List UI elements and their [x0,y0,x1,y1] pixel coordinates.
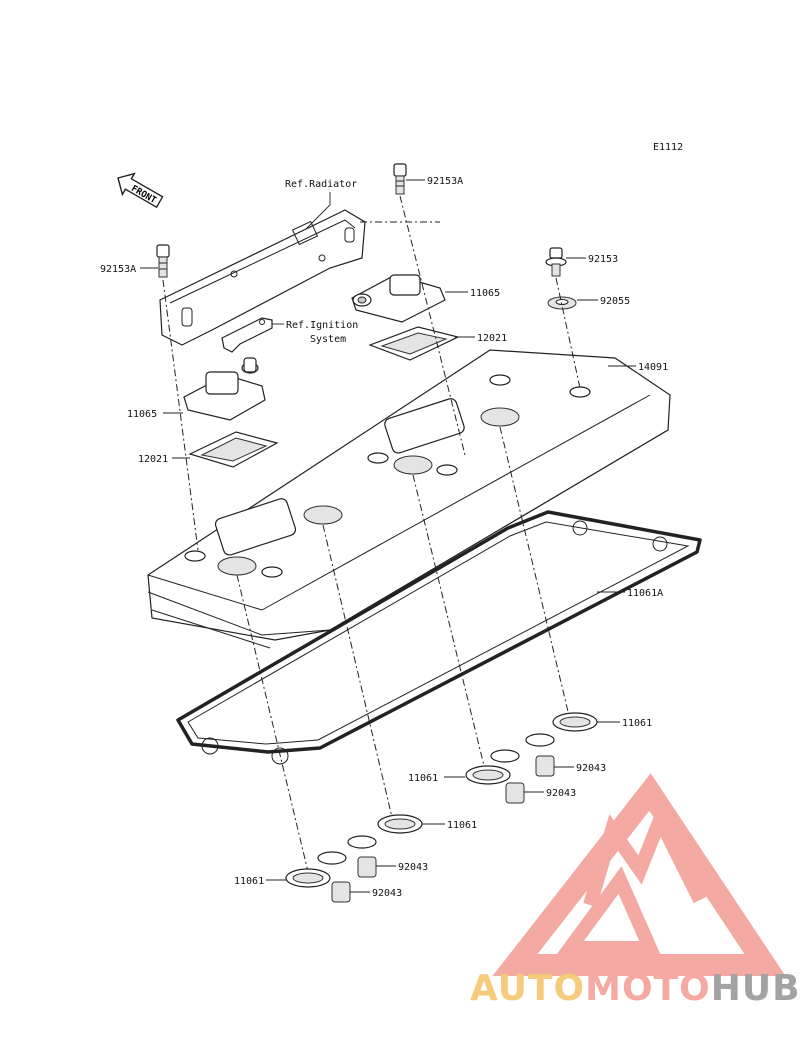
label-14091: 14091 [638,362,668,373]
plug-gasket-set-3 [347,814,423,878]
automotohub-logo: AUTOMOTOHUB [470,773,800,1009]
label-11065-right: 11065 [470,288,500,299]
bolt-92153a-left [156,244,170,278]
plate-12021-left [188,431,279,468]
front-arrow-icon: FRONT [117,172,164,209]
label-92153a-left: 92153A [100,264,136,275]
breather-cap-11065-right [351,274,446,323]
washer-92055 [547,296,577,310]
label-11061-b: 11061 [408,773,438,784]
label-92153a-top: 92153A [427,176,463,187]
label-92153: 92153 [588,254,618,265]
cylinder-head-cover-14091 [147,349,671,649]
breather-cap-11065-left [183,357,266,421]
ignition-bracket [221,317,273,353]
ref-radiator-leader [299,192,331,236]
ref-ignition-label-1: Ref.Ignition [286,320,358,331]
label-92043-d: 92043 [372,888,402,899]
head-cover-gasket-11061a [176,510,702,765]
brand-text: AUTOMOTOHUB [470,968,800,1009]
label-92055: 92055 [600,296,630,307]
radiator-bracket [159,209,366,346]
label-11061-d: 11061 [234,876,264,887]
label-11061-a: 11061 [622,718,652,729]
label-92043-a: 92043 [576,763,606,774]
plug-gasket-set-2 [465,749,525,804]
assembly-lines [162,195,581,881]
label-12021-left: 12021 [138,454,168,465]
plug-gasket-set-4 [285,851,351,903]
plate-12021-right [368,326,460,361]
label-92043-b: 92043 [546,788,576,799]
label-12021-right: 12021 [477,333,507,344]
bolt-92153 [545,247,567,277]
label-11061-c: 11061 [447,820,477,831]
ref-code: E1112 [653,142,683,153]
label-11061a: 11061A [627,588,663,599]
label-92043-c: 92043 [398,862,428,873]
ref-ignition-label-2: System [310,334,346,345]
ref-radiator-label: Ref.Radiator [285,179,357,190]
label-11065-left: 11065 [127,409,157,420]
bolt-92153a-top [393,163,407,195]
plug-gasket-set-1 [525,712,598,777]
